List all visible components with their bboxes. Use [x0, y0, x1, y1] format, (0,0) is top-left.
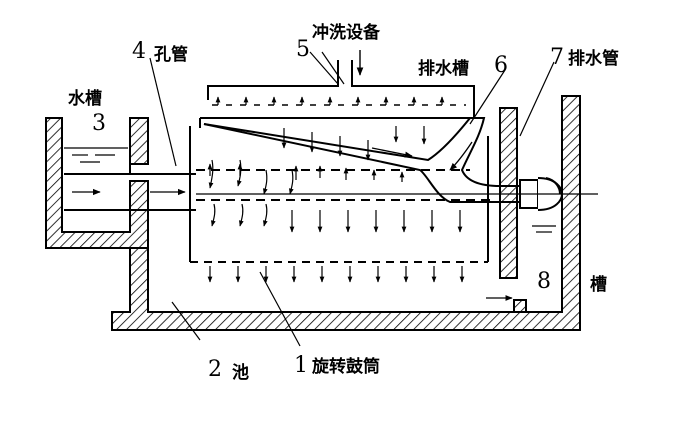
main-tank-walls [111, 95, 581, 331]
label-orifice-pipe: 孔管 [154, 44, 188, 65]
drain-trough [203, 117, 501, 203]
label-drain-pipe: 排水管 [568, 48, 619, 69]
drain-flow-arrow [371, 147, 413, 158]
number-1: 1 [294, 353, 308, 378]
rotating-drum [189, 126, 490, 263]
drain-curve-arrow [449, 141, 473, 171]
orifice-pipe [64, 164, 196, 211]
water-trough-walls [45, 117, 149, 249]
number-2: 2 [208, 357, 222, 382]
spray-arrows-up [215, 96, 445, 105]
label-water-trough: 水槽 [68, 88, 102, 109]
number-5: 5 [296, 37, 310, 62]
number-4: 4 [132, 39, 146, 64]
label-tank: 槽 [590, 274, 607, 295]
number-6: 6 [494, 53, 508, 78]
label-basin: 池 [232, 362, 249, 383]
label-flushing-device: 冲洗设备 [312, 22, 381, 43]
flushing-hood [199, 60, 475, 128]
number-3: 3 [92, 111, 106, 136]
label-rotating-drum: 旋转鼓筒 [311, 356, 380, 377]
number-7: 7 [550, 45, 564, 70]
label-drain-trough: 排水槽 [418, 58, 469, 79]
outlet-water-level [532, 225, 556, 233]
number-8: 8 [537, 269, 551, 294]
leader-lines [149, 51, 555, 347]
water-surface [64, 147, 128, 163]
drum-flow-arrows [207, 126, 513, 301]
